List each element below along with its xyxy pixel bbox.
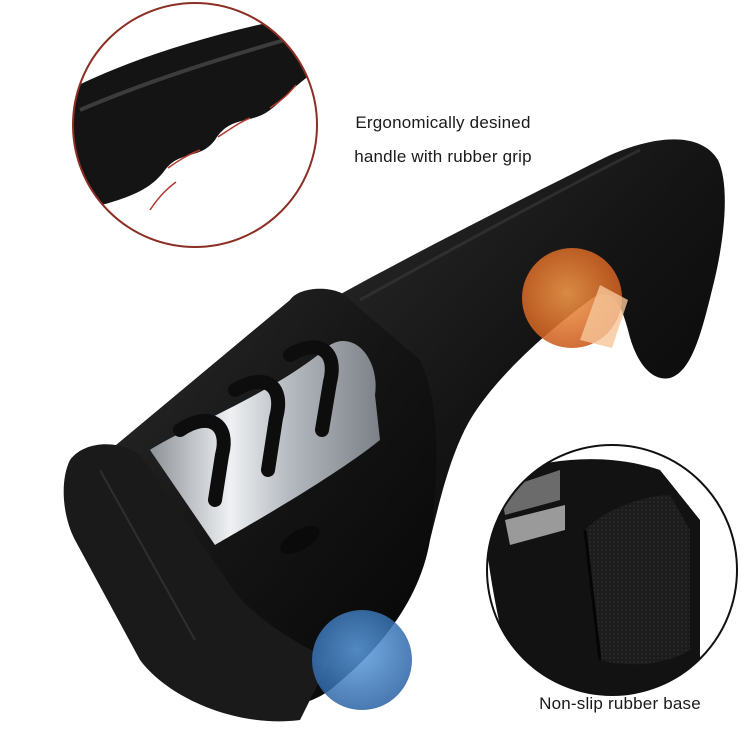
rubber-base-callout bbox=[486, 444, 738, 696]
blue-highlight-dot bbox=[312, 610, 412, 710]
handle-caption-line2: handle with rubber grip bbox=[354, 147, 532, 166]
sharpening-slots bbox=[150, 340, 380, 554]
handle-caption-line1: Ergonomically desined bbox=[355, 113, 531, 132]
base-caption: Non-slip rubber base bbox=[539, 694, 701, 713]
handle-grip-callout bbox=[72, 2, 318, 248]
handle-caption: Ergonomically desined handle with rubber… bbox=[318, 106, 568, 174]
